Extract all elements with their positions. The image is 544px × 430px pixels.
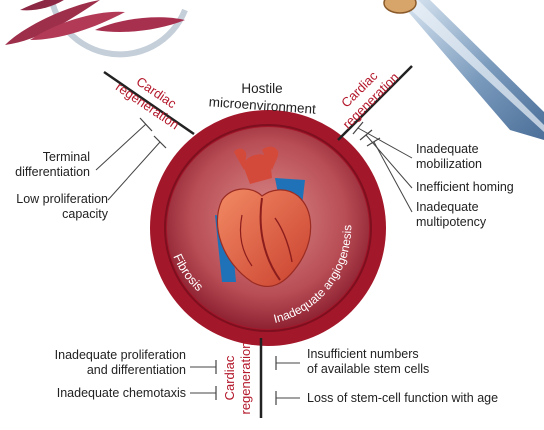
factor-low-proliferation: Low proliferation capacity [16,192,108,221]
inhibitor-cap [366,137,381,147]
inhibitor-line [373,141,413,213]
factor-inadequate-chemotaxis: Inadequate chemotaxis [56,386,186,400]
factor-insufficient-stem-cells: Insufficient numbers of available stem c… [307,347,430,376]
inhibition-bar [103,70,195,136]
muscle-cell [30,11,125,40]
ring-inner-edge [164,124,372,332]
hostile-microenvironment: Inflammation Fibrosis Inadequate angioge… [150,79,386,346]
inhibitor-line [365,134,413,189]
inhibitor-line [107,141,161,201]
inhibitor-cap [352,121,364,135]
cardiac-regeneration-bottom: Cardiac regeneration [190,338,300,418]
factor-inadequate-multipotency: Inadequate multipotency [416,200,487,229]
inhibition-bar [337,65,413,141]
factor-loss-of-function-with-age: Loss of stem-cell function with age [307,391,499,405]
inhibitor-cap [153,135,167,149]
coronary-vessel [259,197,281,281]
cardiac-regeneration-label: regeneration [238,342,253,415]
cell-cluster [383,0,417,14]
aortic-branch [234,148,247,170]
coronary-vessel [274,217,293,263]
muscle-cell [5,0,100,45]
inhibitor-line [357,127,413,159]
factor-inadequate-proliferation-differentiation: Inadequate proliferation and differentia… [54,348,186,377]
aortic-branch [262,146,279,170]
needle-highlight [400,0,544,132]
factor-inadequate-mobilization: Inadequate mobilization [416,142,483,171]
factor-terminal-differentiation: Terminal differentiation [15,150,90,179]
hostile-title-line1: Hostile [241,81,282,96]
injection-device [383,0,544,140]
cardiac-regeneration-label: Cardiac [222,355,237,400]
aorta-arch [243,154,272,184]
muscle-cell [20,0,64,11]
heart-illustration [215,146,312,287]
coronary-vessel [239,214,253,267]
factor-inefficient-homing: Inefficient homing [416,180,514,194]
inhibitor-cap [139,117,153,132]
hostile-title-line2: microenvironment [208,94,316,116]
cell-culture-illustration [5,0,188,58]
inhibitor-line [95,123,147,171]
culture-dish-rim [48,0,188,58]
muscle-cell [95,17,185,32]
inhibitor-cap [359,129,373,141]
needle-shaft [398,0,544,140]
heart-body [216,188,312,287]
